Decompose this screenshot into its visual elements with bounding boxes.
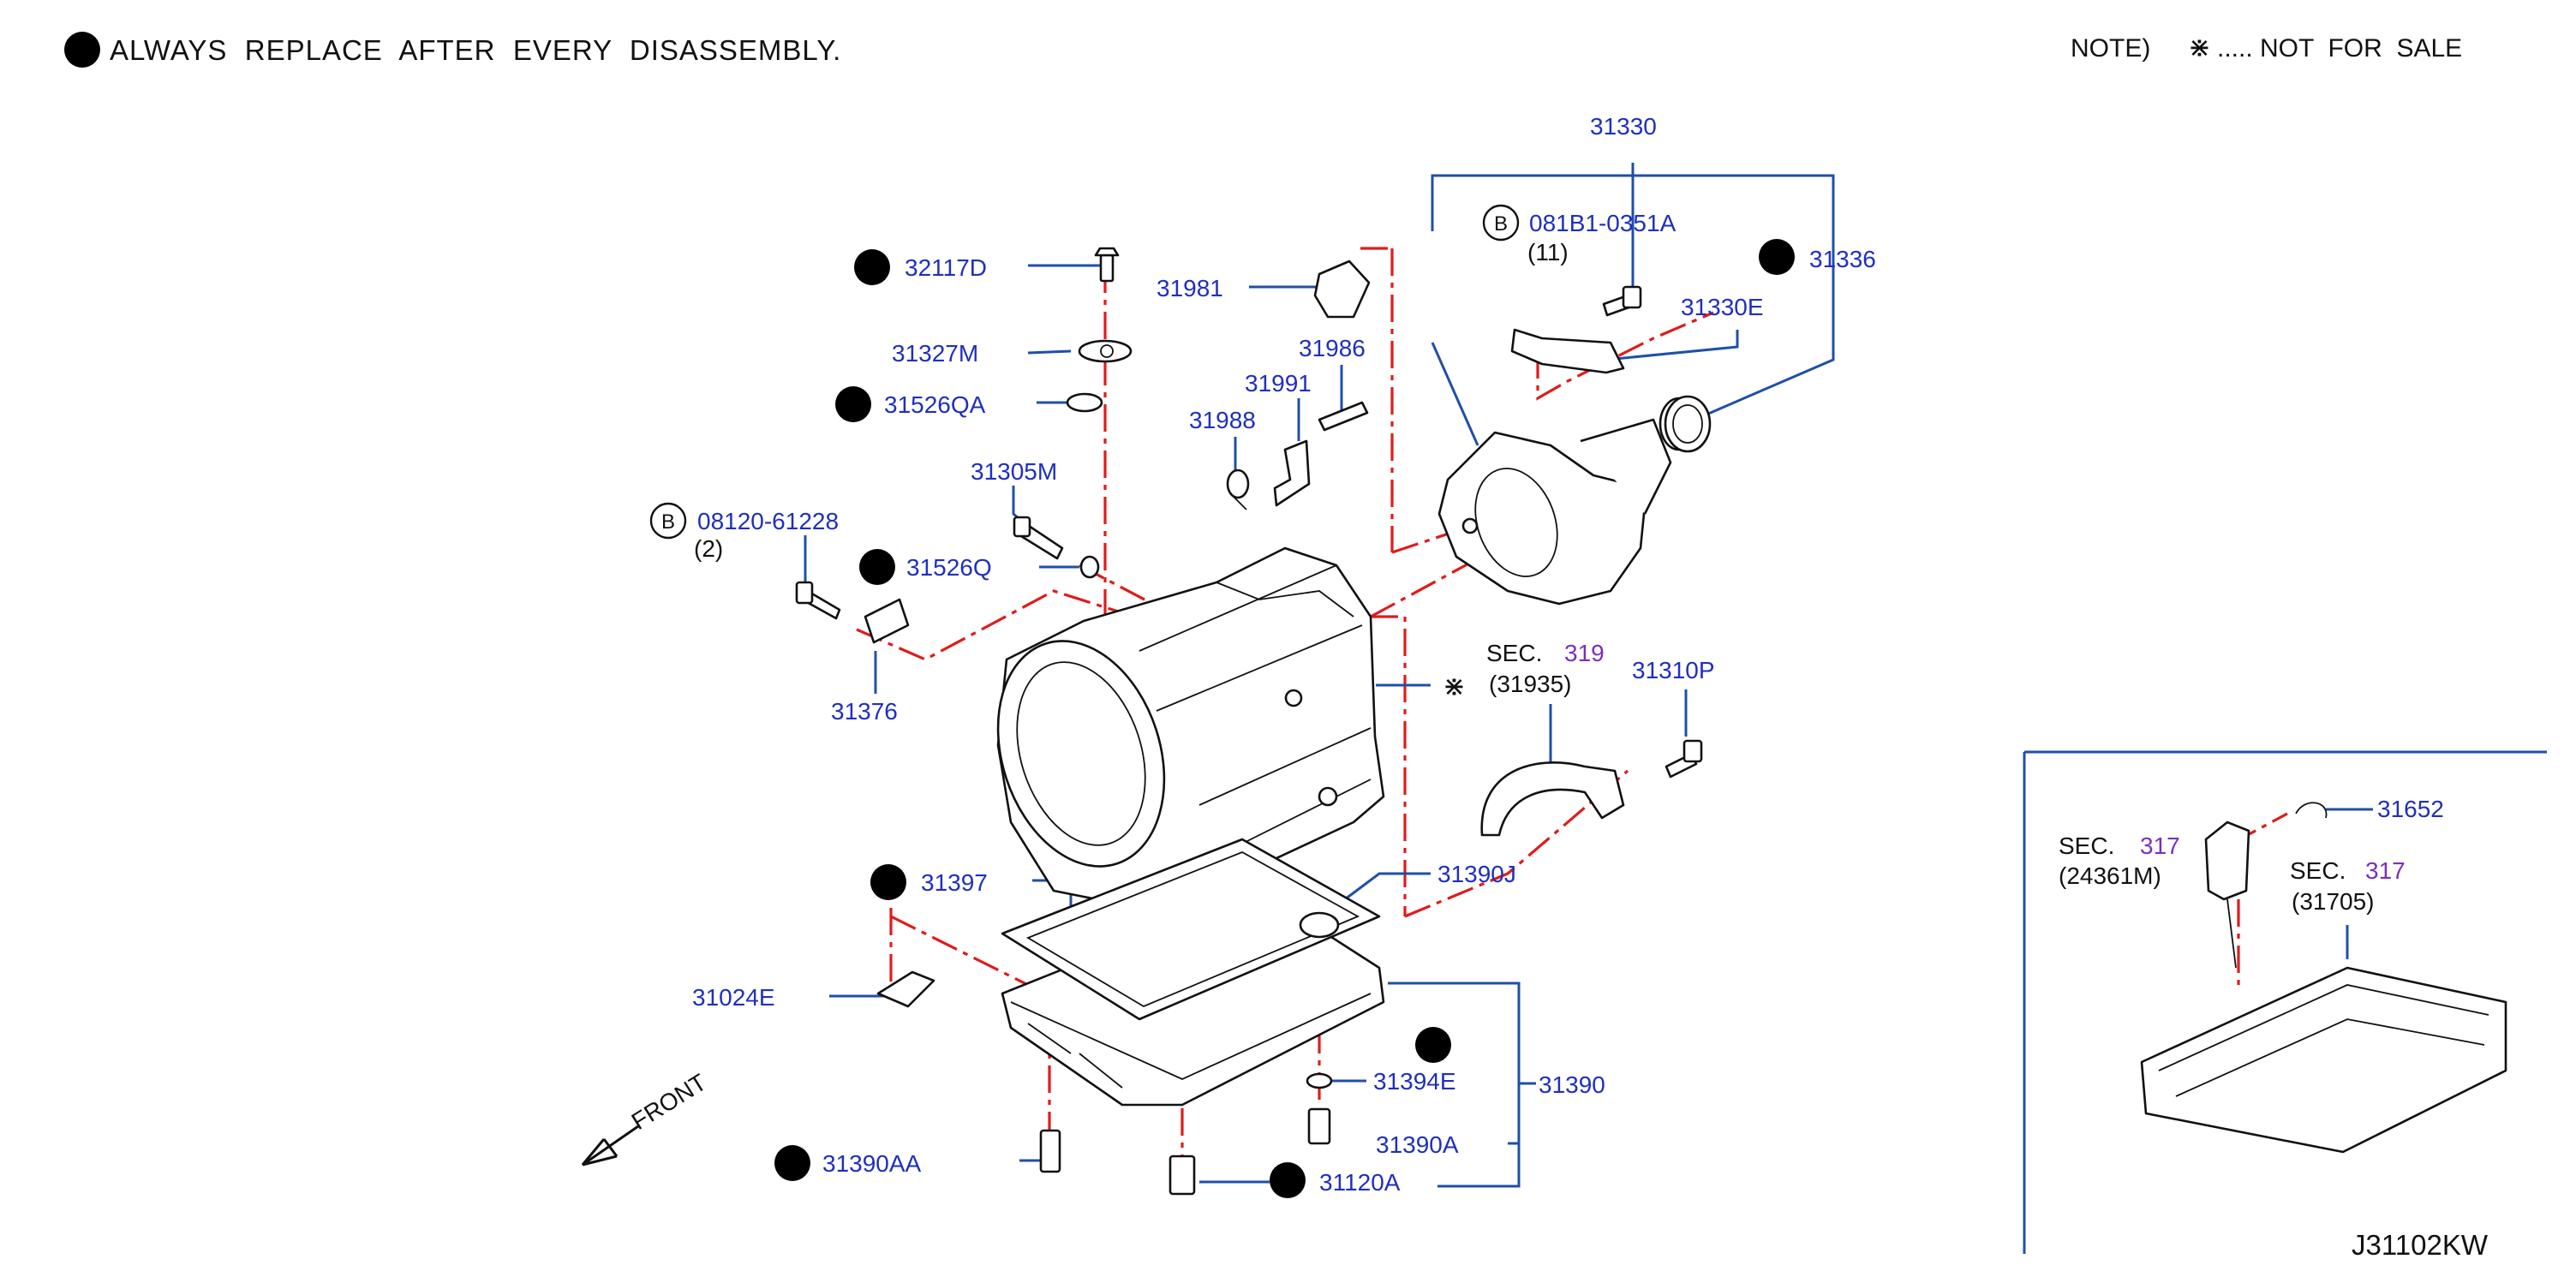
label-31376[interactable]: 31376: [831, 698, 898, 725]
label-31330E[interactable]: 31330E: [1681, 294, 1764, 320]
label-31652[interactable]: 31652: [2377, 796, 2444, 822]
label-31981[interactable]: 31981: [1157, 275, 1223, 301]
x-circle-icon: [859, 549, 895, 585]
bolt-08120: [795, 581, 841, 620]
pin-31986: [1318, 401, 1369, 432]
note-prefix: NOTE): [2071, 34, 2150, 63]
diagram-code: J31102KW: [2352, 1229, 2489, 1261]
o-ring-31394E: [1306, 1072, 1333, 1089]
b-circle-icon: B: [649, 502, 687, 540]
spring-31988: [1226, 468, 1250, 510]
label-31397[interactable]: 31397: [921, 869, 988, 896]
part-drawings: [581, 247, 2507, 1196]
label-31390[interactable]: 31390: [1539, 1071, 1605, 1098]
valve-body-inset: [2140, 802, 2507, 1154]
x-circle-icon: [835, 386, 871, 422]
bolt-31390AA: [1039, 1129, 1061, 1173]
bolt-31305M: [1013, 516, 1064, 560]
plate-31981: [1313, 260, 1371, 319]
x-circle-icon: [1759, 239, 1795, 275]
bracket-31330E: [1510, 328, 1625, 374]
label-31390J[interactable]: 31390J: [1437, 861, 1516, 887]
svg-text:B: B: [1494, 212, 1508, 236]
o-ring-31526Q: [1079, 555, 1100, 579]
label-08120-61228[interactable]: 08120-61228: [697, 508, 839, 534]
x-circle-icon: [870, 864, 906, 900]
bolt-31390A: [1307, 1107, 1331, 1145]
label-31991[interactable]: 31991: [1245, 370, 1312, 397]
not-for-sale-note: NOTE) ⋇ ..... NOT FOR SALE: [2071, 32, 2462, 63]
label-31390AA[interactable]: 31390AA: [822, 1150, 922, 1177]
label-31336[interactable]: 31336: [1809, 246, 1876, 272]
label-31120A[interactable]: 31120A: [1319, 1169, 1401, 1196]
bolt-31310P: [1665, 739, 1703, 779]
plug-31120A: [1168, 1155, 1196, 1196]
label-31305M[interactable]: 31305M: [971, 458, 1057, 485]
x-circle-icon: [1415, 1027, 1451, 1063]
label-08120-qty: (2): [694, 535, 723, 562]
sec317b-number[interactable]: 317: [2365, 857, 2406, 884]
arrow-icon: [581, 1125, 639, 1167]
part-labels: 31330 081B1-0351A (11) 31336 31330E 3211…: [627, 113, 2444, 1196]
sec317b-sub: (31705): [2292, 888, 2375, 915]
label-31327M[interactable]: 31327M: [892, 340, 978, 367]
sec317a-sub: (24361M): [2059, 862, 2161, 889]
oil-pan-gasket: [1001, 838, 1381, 1021]
label-31310P[interactable]: 31310P: [1632, 657, 1715, 683]
replace-note-text: ALWAYS REPLACE AFTER EVERY DISASSEMBLY.: [110, 34, 841, 66]
front-label: FRONT: [627, 1069, 711, 1135]
sec319-prefix: SEC.: [1486, 640, 1542, 666]
sec319-sub: (31935): [1489, 671, 1572, 697]
label-31988[interactable]: 31988: [1189, 407, 1256, 433]
x-circle-icon: [64, 32, 100, 68]
bolt-081B1: [1602, 285, 1642, 317]
x-circle-icon: [774, 1145, 810, 1181]
sec317a-number[interactable]: 317: [2140, 832, 2180, 859]
label-31390A[interactable]: 31390A: [1376, 1131, 1459, 1158]
label-32117D[interactable]: 32117D: [905, 254, 987, 281]
ring-31336: [1664, 395, 1712, 453]
extension-housing: [1437, 397, 1700, 606]
bracket-31024E: [876, 970, 935, 1008]
b-circle-icon: B: [1482, 204, 1520, 242]
note-text: ..... NOT FOR SALE: [2217, 34, 2462, 63]
bracket-31327M: [1078, 339, 1133, 363]
label-31394E[interactable]: 31394E: [1373, 1068, 1456, 1095]
label-31330[interactable]: 31330: [1590, 113, 1657, 140]
x-circle-icon: [854, 249, 890, 285]
x-circle-icon: [1270, 1162, 1306, 1198]
asterisk-icon: ⋇: [1443, 671, 1466, 701]
harness-31935: [1480, 761, 1625, 837]
label-31526Q[interactable]: 31526Q: [906, 554, 992, 581]
label-081B1-0351A[interactable]: 081B1-0351A: [1529, 210, 1676, 236]
plug-31390J: [1299, 911, 1340, 939]
svg-text:B: B: [661, 510, 675, 534]
sec317a-prefix: SEC.: [2059, 832, 2114, 859]
sec317b-prefix: SEC.: [2290, 857, 2346, 884]
lever-31991: [1273, 439, 1311, 507]
label-31986[interactable]: 31986: [1299, 335, 1366, 361]
bracket-31376: [864, 598, 910, 644]
label-31526QA[interactable]: 31526QA: [884, 391, 986, 418]
replace-note: ALWAYS REPLACE AFTER EVERY DISASSEMBLY.: [64, 32, 841, 68]
bolt-32117D: [1094, 247, 1120, 283]
o-ring-31526QA: [1066, 392, 1103, 413]
label-31024E[interactable]: 31024E: [692, 984, 775, 1011]
label-081B1-qty: (11): [1527, 239, 1569, 266]
sec319-number[interactable]: 319: [1564, 640, 1605, 666]
not-for-sale-mark: ⋇: [1443, 671, 1466, 701]
transmission-case: [996, 546, 1385, 918]
b-markers: B B: [649, 204, 1520, 540]
asterisk-icon: ⋇: [2188, 32, 2211, 63]
